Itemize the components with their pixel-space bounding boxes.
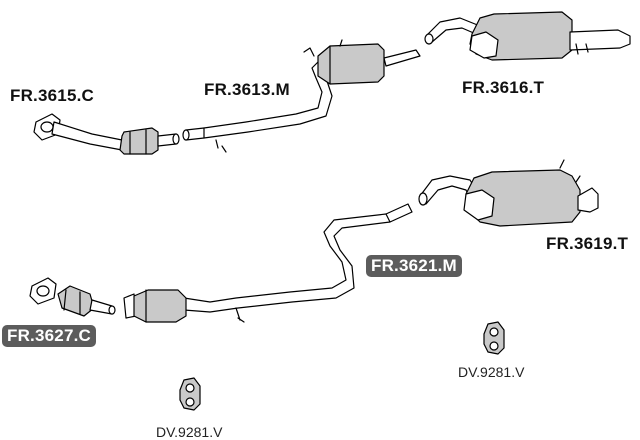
part-fr-3621-m-drawing [183,203,413,323]
hanger-label-right: DV.9281.V [458,364,525,380]
part-label-fr-3615-c: FR.3615.C [10,86,95,105]
part-label-fr-3627-c: FR.3627.C [2,325,97,347]
part-fr-3616-t-drawing [424,11,631,61]
part-label-fr-3616-t: FR.3616.T [462,78,545,97]
hanger-dv-9281-v-left-drawing [179,377,201,411]
part-fr-3615-c-drawing [33,113,180,155]
part-fr-3619-t-drawing [418,159,599,227]
hanger-label-left: DV.9281.V [156,424,223,440]
part-label-fr-3619-t: FR.3619.T [546,234,629,253]
part-label-fr-3613-m: FR.3613.M [204,80,290,99]
part-fr-3613-m-drawing [182,39,421,153]
hanger-dv-9281-v-right-drawing [483,321,505,355]
part-fr-3627-c-drawing [29,277,187,323]
part-label-fr-3621-m: FR.3621.M [366,255,462,277]
